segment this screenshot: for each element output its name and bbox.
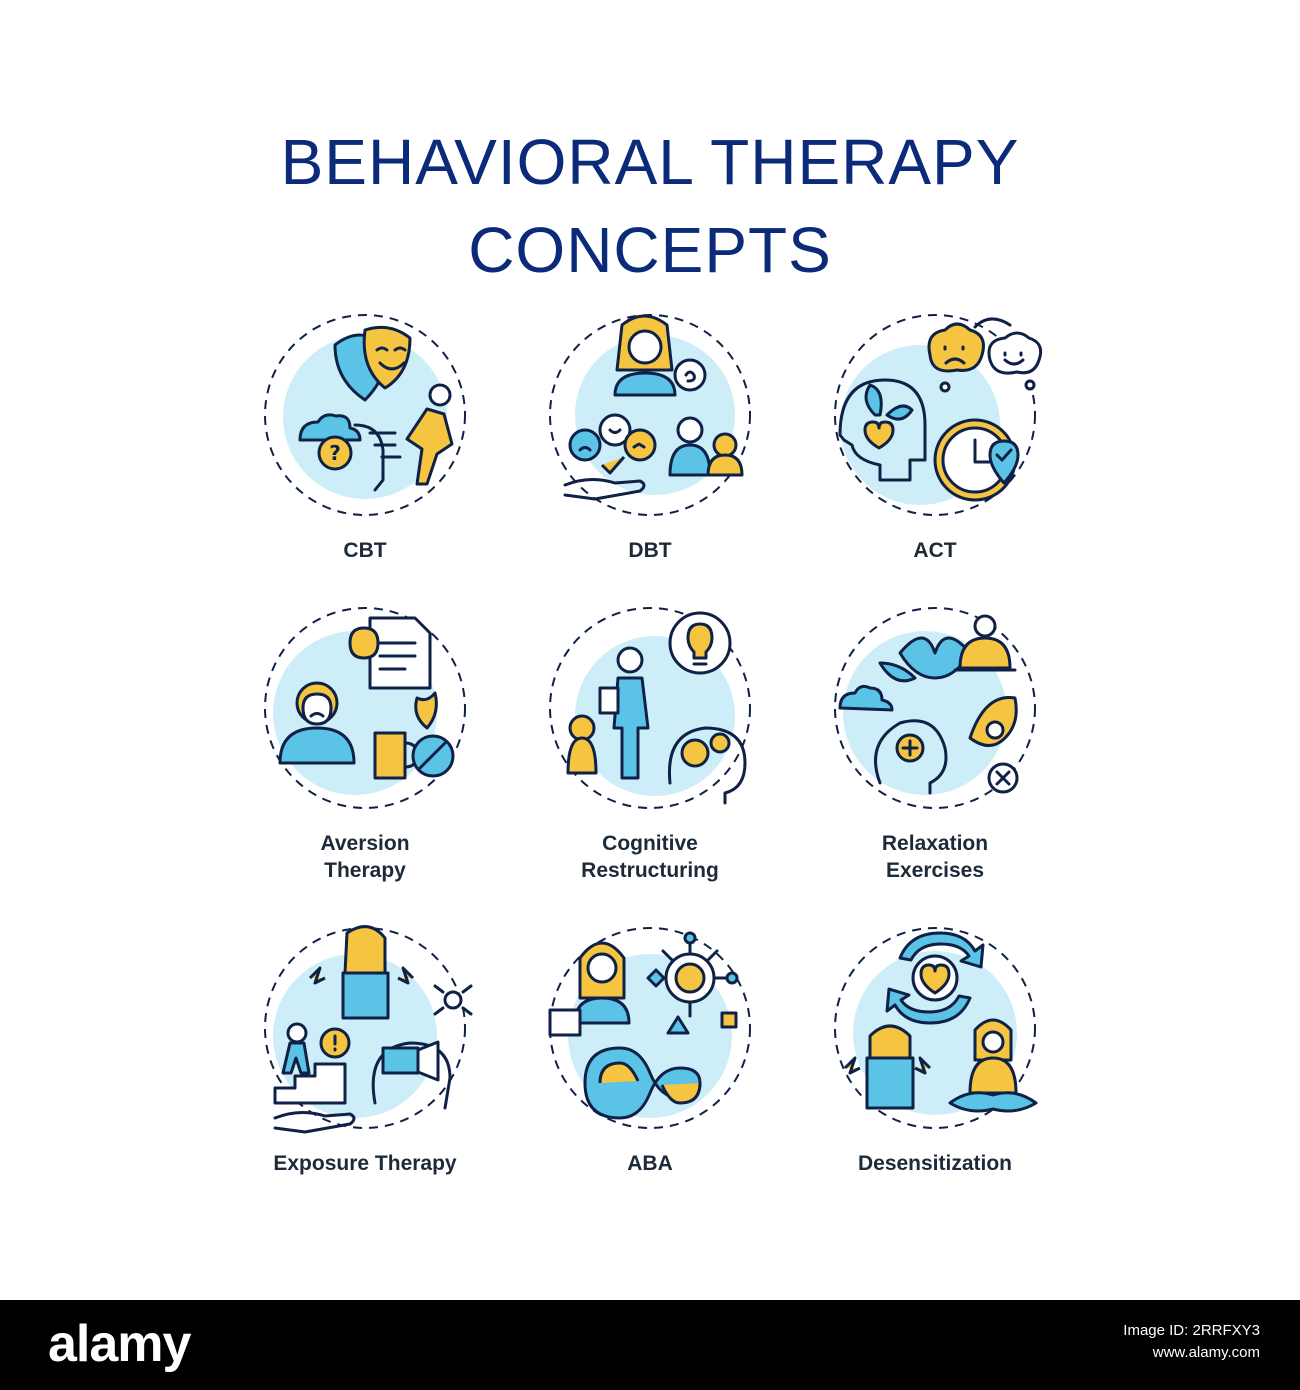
concept-label-line-2: Exercises (885, 859, 985, 882)
infinity-network-icon (548, 927, 751, 1129)
site-url-text: www.alamy.com (1152, 1344, 1260, 1361)
page-title: BEHAVIORAL THERAPY CONCEPTS (0, 118, 1300, 294)
lightbulb-gears-icon (549, 607, 751, 809)
concept-cbt: ? CBT (235, 305, 495, 635)
therapist-emotions-icon (549, 314, 751, 516)
concept-label-line-1: DBT (628, 539, 672, 562)
theater-masks-runner-icon: ? (264, 314, 466, 516)
mind-clock-mood-icon (834, 314, 1043, 516)
concept-label-line-1: ACT (913, 539, 957, 562)
stairs-vr-spider-icon (264, 925, 473, 1134)
concept-desensitization: Desensitization (805, 918, 1065, 1248)
concept-label-line-1: Desensitization (857, 1152, 1013, 1175)
svg-text:?: ? (329, 441, 341, 465)
concept-dbt: DBT (520, 305, 780, 635)
title-line-1: BEHAVIORAL THERAPY (280, 126, 1020, 198)
concept-act: ACT (805, 305, 1065, 635)
concept-label-line-1: CBT (343, 539, 387, 562)
alamy-logo: alamy (48, 1315, 191, 1373)
lotus-meditation-icon (834, 607, 1036, 809)
heart-cycle-calm-icon (834, 927, 1038, 1129)
addiction-aversion-icon (264, 607, 466, 809)
concept-label-line-1: Cognitive (602, 832, 698, 855)
concept-label: Aversion Therapy (195, 830, 535, 884)
concept-label: Exposure Therapy (195, 1150, 535, 1177)
concept-label-line-2: Restructuring (581, 859, 719, 882)
concept-label-line-2: Therapy (324, 859, 406, 882)
image-id-text: Image ID: 2RRFXY3 (1123, 1322, 1260, 1339)
concept-label-line-1: ABA (627, 1152, 673, 1175)
concept-label: ACT (765, 537, 1105, 564)
title-line-2: CONCEPTS (468, 214, 832, 286)
watermark-footer: alamy Image ID: 2RRFXY3 www.alamy.com (0, 1300, 1300, 1390)
concept-aversion-therapy: Aversion Therapy (235, 598, 495, 928)
concept-label: DBT (480, 537, 820, 564)
concept-label-line-1: Exposure Therapy (273, 1152, 457, 1175)
concept-label: Desensitization (765, 1150, 1105, 1177)
concept-label: Cognitive Restructuring (480, 830, 820, 884)
concept-cognitive-restructuring: Cognitive Restructuring (520, 598, 780, 928)
concept-label: CBT (195, 537, 535, 564)
concept-label: Relaxation Exercises (765, 830, 1105, 884)
concept-label: ABA (480, 1150, 820, 1177)
concept-aba: ABA (520, 918, 780, 1248)
concept-label-line-1: Relaxation (881, 832, 989, 855)
concept-label-line-1: Aversion (320, 832, 410, 855)
footer-meta: Image ID: 2RRFXY3 www.alamy.com (1123, 1320, 1260, 1364)
concept-relaxation-exercises: Relaxation Exercises (805, 598, 1065, 928)
concept-exposure-therapy: Exposure Therapy (235, 918, 495, 1248)
